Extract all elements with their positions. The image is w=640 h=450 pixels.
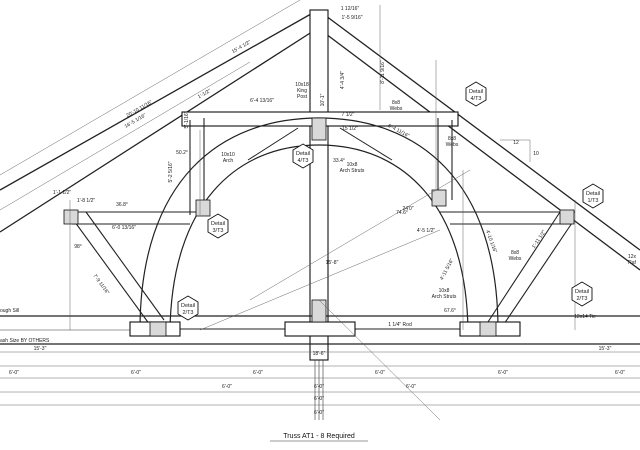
webs: [71, 118, 575, 331]
dimension-text: 7 1/2": [342, 112, 355, 118]
dimension-text: 24'0": [402, 206, 413, 212]
grid-dimension: 6'-0": [498, 370, 508, 376]
member-labels: 10x18 King Post 10x10 Arch 10x8 Arch Str…: [221, 82, 636, 328]
detail-label: Detail: [296, 151, 310, 157]
dimension-text: 4'-5 1/2": [417, 228, 436, 234]
grid-dimension: 6'-0": [314, 384, 324, 390]
webs-label: Webs: [390, 106, 403, 112]
dimension-text: 15'-3": [34, 346, 47, 352]
grid-dimension: 6'-0": [375, 370, 385, 376]
arch-struts-label: 10x8: [347, 162, 358, 168]
detail-marker: [292, 143, 314, 169]
webs-label: 8x8: [392, 100, 400, 106]
detail-marker: [571, 281, 593, 307]
detail-label: 3/T3: [212, 228, 223, 234]
arch-struts-label: Arch Struts: [340, 168, 365, 174]
detail-label: 2/T3: [576, 296, 587, 302]
dimension-text: 36.8°: [116, 202, 128, 208]
detail-label: 2/T3: [182, 310, 193, 316]
drawing-caption: Truss AT1 - 8 Required: [270, 433, 368, 442]
arch-label: Arch: [223, 158, 234, 164]
grid-dimension: 6'-0": [222, 384, 232, 390]
webs-label: 8x8: [511, 250, 519, 256]
dimension-text: 50.2°: [176, 150, 188, 156]
dimension-text: 1 12/16": [341, 6, 360, 12]
dimension-text: 15 1/2": [342, 126, 358, 132]
arch-struts: [247, 127, 393, 161]
grid-dimension: 6'-0": [314, 396, 324, 402]
dimension-text: 6'-0 13/16": [112, 225, 136, 231]
grid-dimension: 6'-0": [615, 370, 625, 376]
grid-dimension: 6'-0": [131, 370, 141, 376]
dimension-text: 74.6°: [396, 210, 408, 216]
caption-text: Truss AT1 - 8 Required: [283, 433, 355, 440]
king-post-label: 10x18: [295, 82, 309, 88]
king-post: [309, 9, 329, 420]
detail-labels: Detail 4/T3 Detail 4/T3 Detail 3/T3 Deta…: [181, 89, 600, 316]
dimension-text: 18'-6": [313, 351, 326, 357]
detail-label: 4/T3: [470, 96, 481, 102]
dimension-text: 4'-11 5/16": [439, 258, 455, 282]
dimension-text: 4'-4 3/4": [340, 71, 346, 90]
dimension-text: 1'-8 1/2": [77, 198, 96, 204]
grid-dimension: 6'-0": [314, 410, 324, 416]
webs-label: Webs: [446, 142, 459, 148]
detail-label: Detail: [586, 191, 600, 197]
dimension-text: 5'-1/16": [184, 111, 190, 128]
dimension-text: 1'-11 1/2": [531, 229, 548, 250]
detail-label: 1/T3: [587, 198, 598, 204]
dimension-text: 12: [513, 140, 519, 146]
rough-sill-label: ough Sill: [0, 308, 19, 314]
grid-dimensions: 6'-0" 6'-0" 6'-0" 6'-0" 6'-0" 6'-0" 6'-0…: [9, 370, 625, 416]
sill-labels: ough Sill ash Size BY OTHERS: [0, 308, 50, 344]
detail-label: Detail: [469, 89, 483, 95]
dimension-lines: [0, 5, 640, 421]
by-others-label: ash Size BY OTHERS: [0, 338, 50, 344]
king-post-label: King: [297, 88, 307, 94]
king-post-label: Post: [297, 94, 308, 100]
grid-dimension: 6'-0": [9, 370, 19, 376]
dimension-text: 10: [533, 151, 539, 157]
detail-markers: [177, 81, 604, 321]
dimension-text: 1'-5 9/16": [341, 15, 362, 21]
arch-label: 10x10: [221, 152, 235, 158]
detail-marker: [465, 81, 487, 107]
detail-marker: [207, 213, 229, 239]
dimension-text: 33.4°: [333, 158, 345, 164]
detail-marker: [582, 183, 604, 209]
grid-dimension: 6'-0": [406, 384, 416, 390]
dimension-text: 98°: [74, 244, 82, 250]
tie-label: 12x14 Tie: [574, 314, 596, 320]
dimension-text: 1'-1/2": [197, 88, 212, 100]
grid-dimension: 6'-0": [253, 370, 263, 376]
right-edge-label: Raf: [628, 260, 636, 266]
dimension-text: 5'-2 5/16": [168, 161, 174, 182]
right-edge-label: 12x: [628, 254, 637, 260]
arch-struts-label: 10x8: [439, 288, 450, 294]
detail-label: Detail: [181, 303, 195, 309]
dimension-text: 15'-8": [326, 260, 339, 266]
detail-label: 4/T3: [297, 158, 308, 164]
steel-plates: [63, 117, 575, 337]
detail-label: Detail: [211, 221, 225, 227]
detail-label: Detail: [575, 289, 589, 295]
dimension-text: 8'-11 9/16": [380, 60, 386, 84]
dimension-text: 15'-3": [599, 346, 612, 352]
webs-label: 8x8: [448, 136, 456, 142]
webs-label: Webs: [509, 256, 522, 262]
dimension-text: 1'-1 1/2": [53, 190, 72, 196]
rafters: [0, 0, 640, 271]
dimension-text: 10'-1": [320, 93, 326, 106]
detail-marker: [177, 295, 199, 321]
rod-label: 1 1/4" Rod: [388, 322, 412, 328]
dimension-text: 67.6°: [444, 308, 456, 314]
dimension-text: 6'-4 13/16": [250, 98, 274, 104]
arch-struts-label: Arch Struts: [432, 294, 457, 300]
dimension-text: 7'-9 11/16": [91, 273, 110, 296]
